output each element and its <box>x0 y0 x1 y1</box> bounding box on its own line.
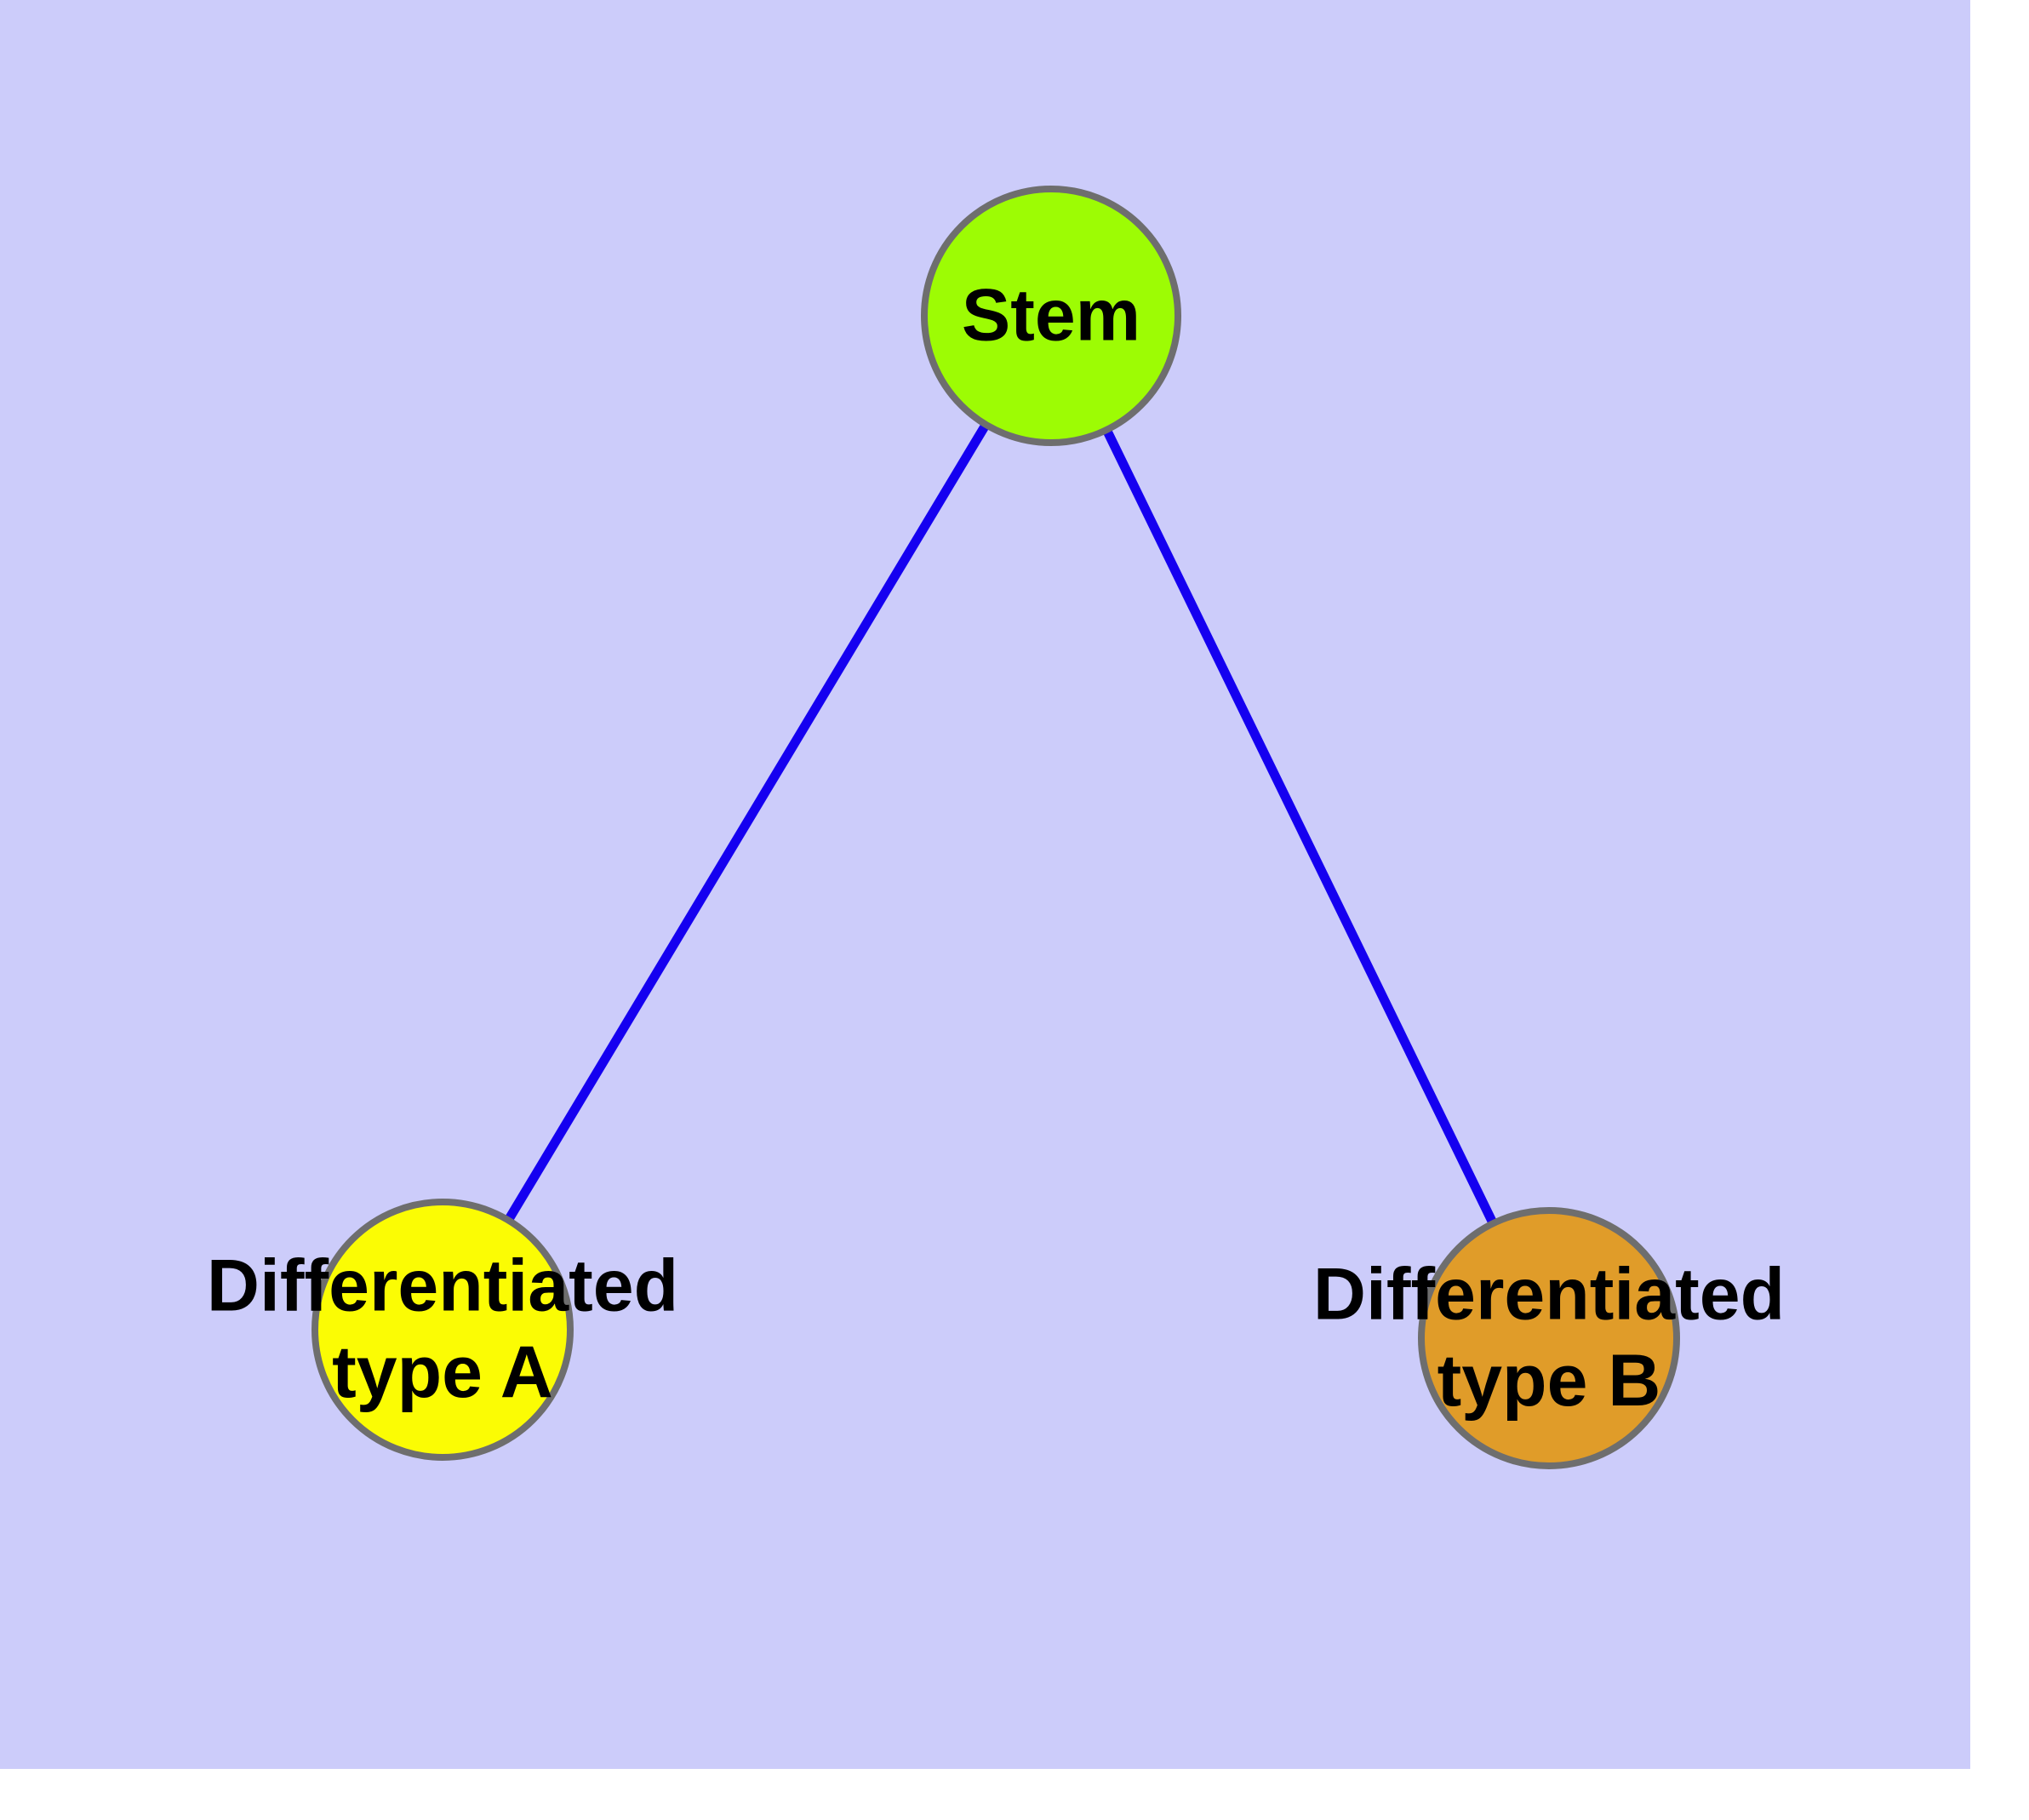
graph-node-label-line: type A <box>332 1331 553 1413</box>
graph-node-diff_a[interactable] <box>311 1199 574 1461</box>
graph-edge <box>502 419 992 1226</box>
nodes-layer <box>311 186 1680 1469</box>
graph-node-label-line: Differentiated <box>1313 1254 1785 1336</box>
graph-node-label-line: Differentiated <box>207 1245 678 1327</box>
graph-node-stem[interactable] <box>921 186 1181 446</box>
graph-node-diff_b[interactable] <box>1418 1207 1680 1469</box>
graph-node-label-line: Stem <box>962 274 1140 356</box>
edges-layer <box>502 419 1500 1229</box>
graph-node-label-line: type B <box>1437 1340 1661 1422</box>
graph-edge <box>1100 424 1500 1229</box>
graph-node-label-stem: Stem <box>962 274 1140 356</box>
